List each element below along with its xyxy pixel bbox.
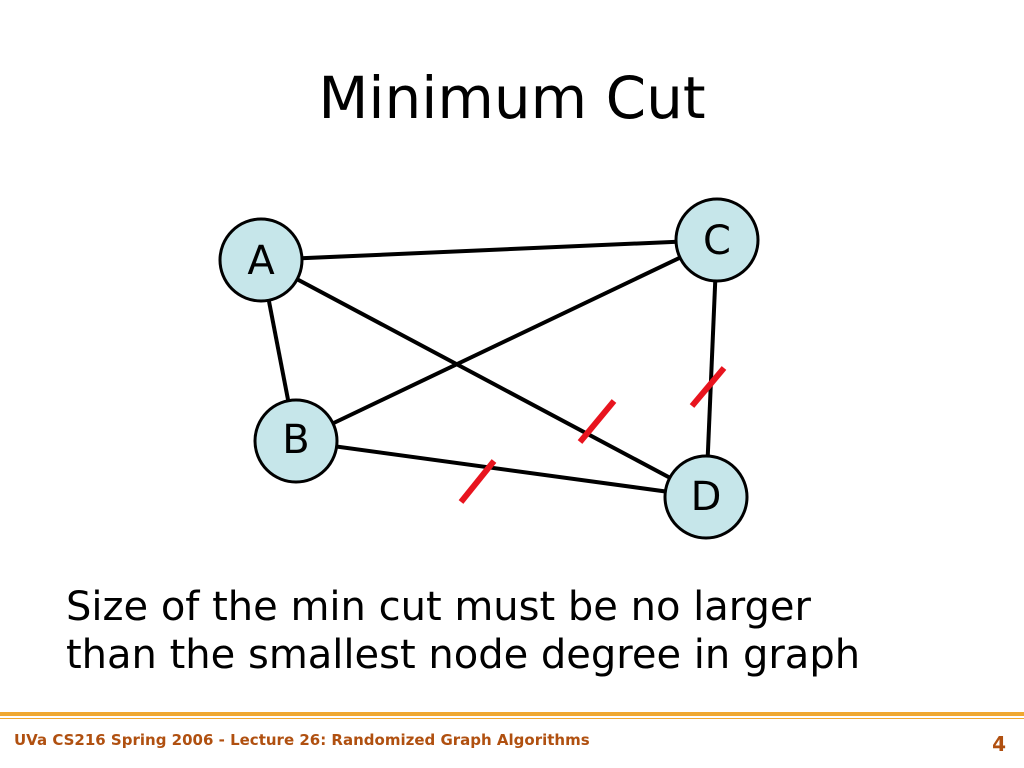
node-a: A (218, 217, 304, 303)
edge-b-c (295, 238, 718, 443)
node-d-label: D (691, 474, 722, 520)
node-b-label: B (282, 417, 309, 463)
node-c-label: C (703, 218, 731, 264)
edge-a-c (260, 238, 718, 262)
cut-mark-c-d (689, 366, 727, 408)
cut-mark-a-d (577, 399, 617, 444)
page-number: 4 (992, 732, 1006, 756)
body-text: Size of the min cut must be no larger th… (66, 583, 1006, 679)
slide-title: Minimum Cut (318, 64, 706, 132)
node-d: D (663, 454, 749, 540)
edge-c-d (704, 239, 719, 498)
edge-b-d (295, 439, 707, 499)
node-b: B (253, 398, 339, 484)
footer-rule-thin (0, 718, 1024, 719)
body-line-2: than the smallest node degree in graph (66, 632, 861, 678)
node-c: C (674, 197, 760, 283)
edge-a-d (260, 258, 707, 499)
footer-text: UVa CS216 Spring 2006 - Lecture 26: Rand… (14, 731, 590, 749)
body-line-1: Size of the min cut must be no larger (66, 584, 811, 630)
cut-mark-b-d (458, 459, 497, 504)
footer-rule (0, 712, 1024, 716)
node-a-label: A (247, 238, 275, 284)
